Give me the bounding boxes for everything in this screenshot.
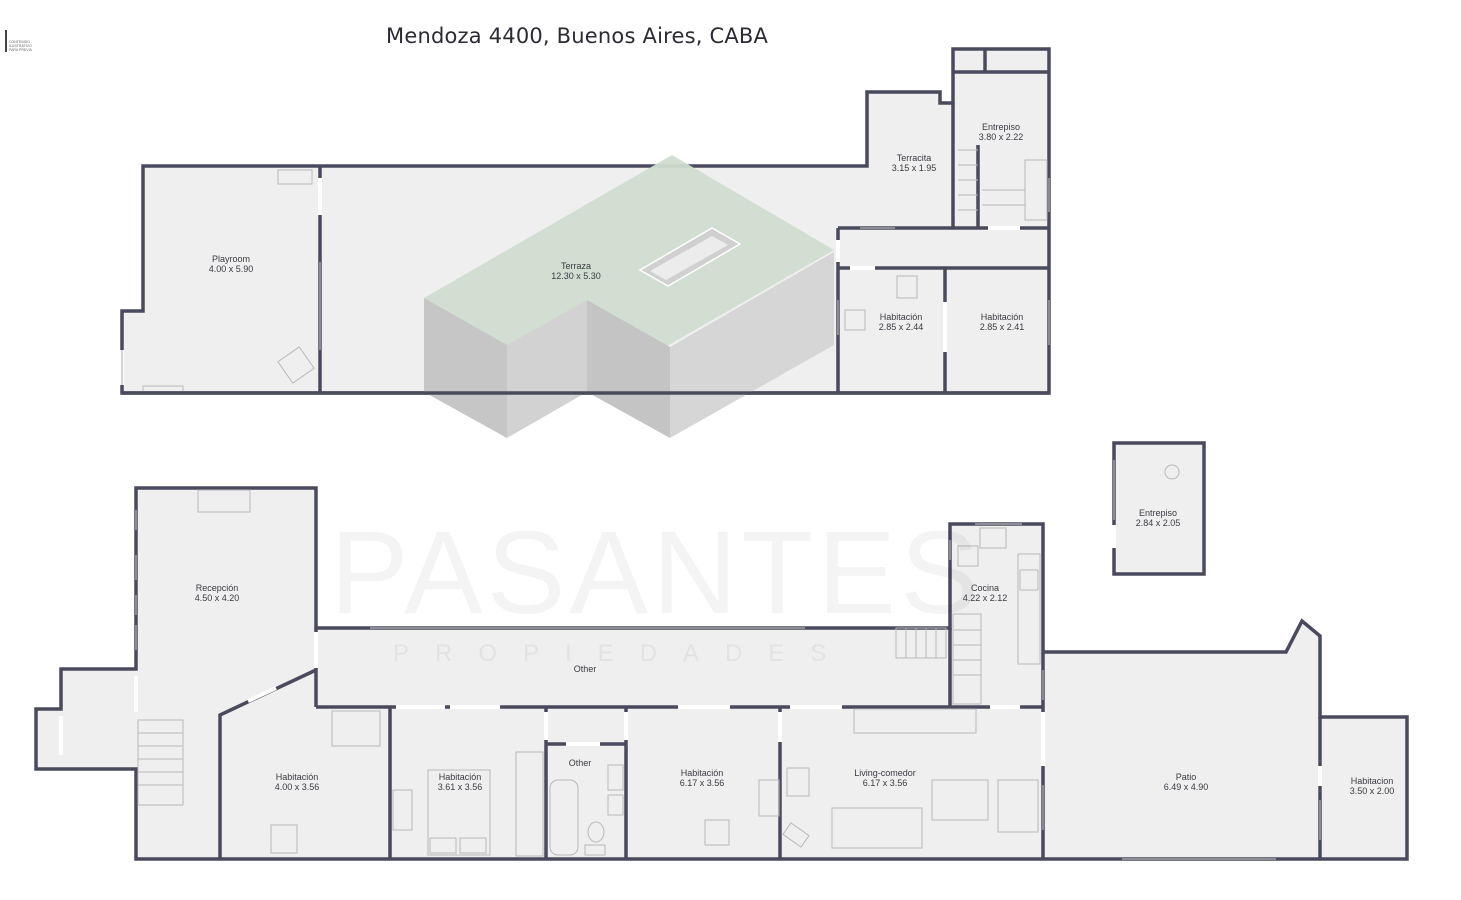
- watermark-sub: PROPIEDADES: [393, 640, 853, 667]
- logo-bar-icon: [0, 30, 7, 52]
- entrepiso-box: [1112, 441, 1206, 576]
- room-label-other-hall: Other: [573, 664, 597, 674]
- logo: CONTENIDO ILUSTRATIVO PARA PREVIA: [0, 30, 40, 56]
- logo-text: CONTENIDO ILUSTRATIVO PARA PREVIA: [9, 40, 32, 52]
- watermark: PASANTES: [330, 505, 983, 641]
- page-title: Mendoza 4400, Buenos Aires, CABA: [386, 24, 769, 48]
- roof-block: [424, 155, 834, 438]
- room-label-other-bath: Other: [568, 758, 592, 768]
